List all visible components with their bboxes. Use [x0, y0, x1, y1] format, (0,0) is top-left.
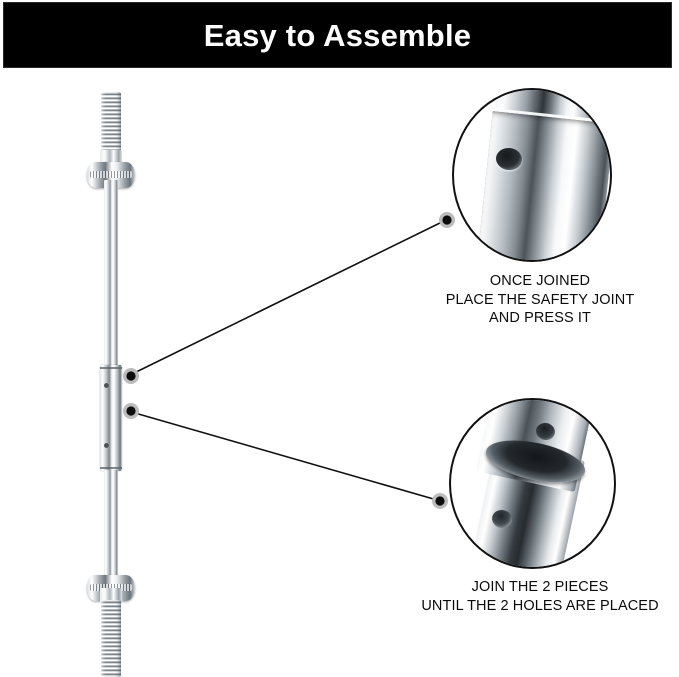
center-safety-joint-sleeve [100, 365, 122, 471]
caption-top-line-1: ONCE JOINED [489, 273, 591, 289]
sleeve-hole-lower [104, 443, 109, 448]
detail-safety-collar [477, 107, 610, 260]
threaded-end-top [101, 92, 121, 166]
lower-shaft [104, 470, 118, 578]
leader-endpoint-bottom [432, 493, 448, 509]
caption-top: ONCE JOINED PLACE THE SAFETY JOINT AND P… [404, 272, 676, 328]
zoom-detail-safety-joint [452, 88, 612, 262]
caption-bottom: JOIN THE 2 PIECES UNTIL THE 2 HOLES ARE … [404, 578, 676, 615]
caption-bottom-line-2: UNTIL THE 2 HOLES ARE PLACED [421, 597, 659, 614]
caption-top-line-3: AND PRESS IT [489, 310, 591, 327]
product-illustration [0, 70, 240, 677]
leader-endpoint-top [439, 212, 455, 228]
sleeve-hole-upper [104, 383, 109, 388]
threaded-end-bottom [101, 600, 121, 677]
caption-top-line-2: PLACE THE SAFETY JOINT [445, 291, 635, 308]
page-title: Easy to Assemble [203, 17, 472, 53]
header-banner: Easy to Assemble [3, 2, 672, 68]
zoom-detail-tube-holes [449, 398, 616, 569]
caption-bottom-line-1: JOIN THE 2 PIECES [471, 579, 609, 595]
